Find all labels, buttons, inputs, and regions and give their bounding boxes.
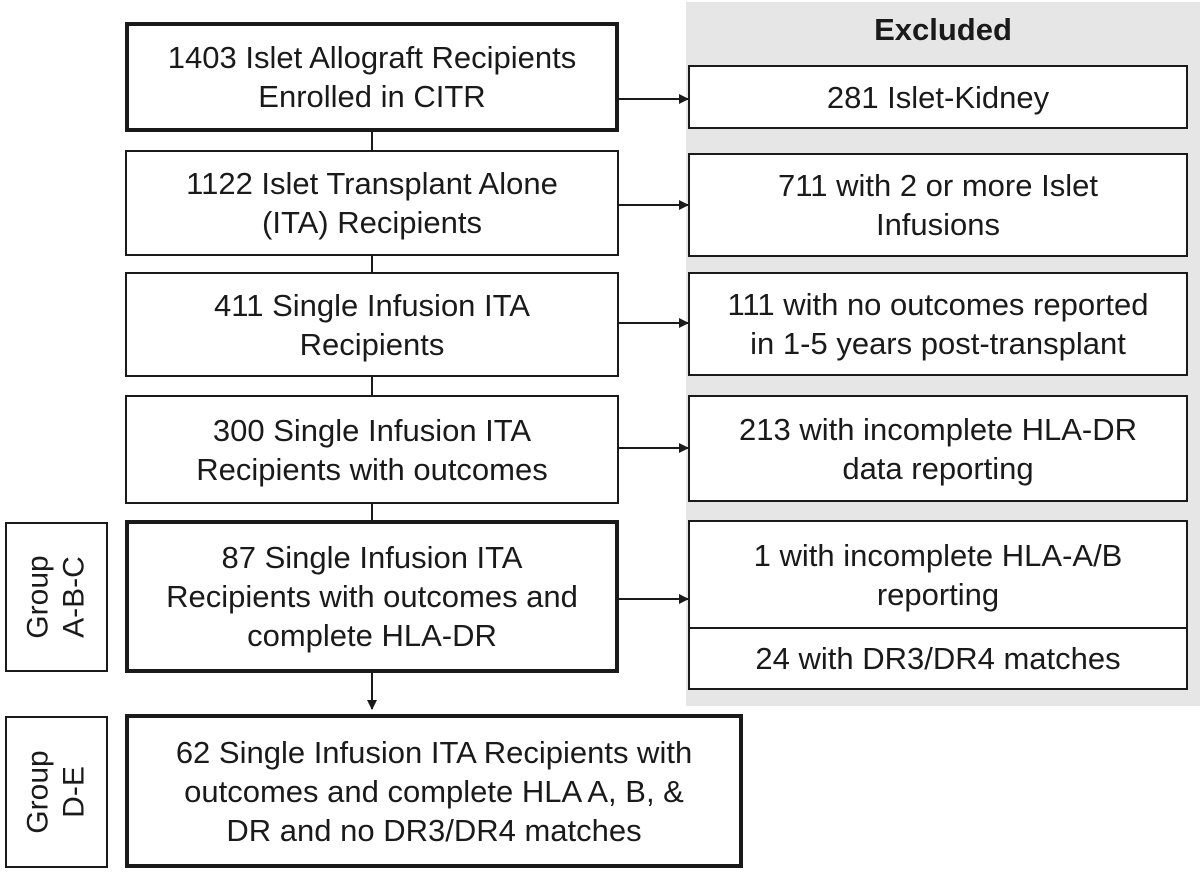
excluded-2-line2: Infusions xyxy=(875,207,1001,242)
box-final-line1: 62 Single Infusion ITA Recipients with xyxy=(175,734,693,770)
excluded-2-line1: 711 with 2 or more Islet xyxy=(778,168,1098,203)
excluded-islet-kidney: 281 Islet-Kidney xyxy=(688,65,1188,129)
box-ita-line2: (ITA) Recipients xyxy=(262,205,482,240)
box-hladr-line1: 87 Single Infusion ITA xyxy=(221,540,523,575)
box-ita-recipients: 1122 Islet Transplant Alone (ITA) Recipie… xyxy=(125,150,619,256)
box-hladr-line2: Recipients with outcomes and xyxy=(166,579,578,614)
box-single-line2: Recipients xyxy=(299,326,445,362)
box-final-line2: outcomes and complete HLA A, B, & xyxy=(184,773,684,809)
box-outcomes-line2: Recipients with outcomes xyxy=(196,451,548,487)
excluded-4-line2: data reporting xyxy=(842,450,1034,486)
box-single-line1: 411 Single Infusion ITA xyxy=(214,287,530,323)
box-hladr-line3: complete HLA-DR xyxy=(247,618,497,653)
excluded-1-line1: 281 Islet-Kidney xyxy=(826,79,1050,115)
group-abc-line1: Group xyxy=(21,555,55,639)
box-ita-line1: 1122 Islet Transplant Alone xyxy=(186,166,558,201)
excluded-3-line1: 111 with no outcomes reported xyxy=(727,287,1149,322)
excluded-no-outcomes: 111 with no outcomes reported in 1-5 year… xyxy=(688,272,1188,376)
box-enrolled-line2: Enrolled in CITR xyxy=(258,79,486,114)
excluded-5-line2: reporting xyxy=(876,576,1000,612)
group-de-line2: D-E xyxy=(57,766,91,818)
box-final-line3: DR and no DR3/DR4 matches xyxy=(226,812,642,848)
excluded-6-line1: 24 with DR3/DR4 matches xyxy=(755,641,1121,676)
excluded-dr3-dr4-matches: 24 with DR3/DR4 matches xyxy=(688,627,1188,690)
excluded-header: Excluded xyxy=(874,12,1012,47)
group-de-line1: Group xyxy=(21,750,55,834)
group-abc-line2: A-B-C xyxy=(57,556,91,638)
box-complete-hla-dr: 87 Single Infusion ITA Recipients with ou… xyxy=(125,520,619,673)
excluded-4-line1: 213 with incomplete HLA-DR xyxy=(738,411,1137,447)
excluded-5-line1: 1 with incomplete HLA-A/B xyxy=(753,537,1123,573)
excluded-3-line2: in 1-5 years post-transplant xyxy=(750,326,1126,361)
box-outcomes-line1: 300 Single Infusion ITA xyxy=(212,412,532,448)
box-enrolled-line1: 1403 Islet Allograft Recipients xyxy=(167,40,577,75)
